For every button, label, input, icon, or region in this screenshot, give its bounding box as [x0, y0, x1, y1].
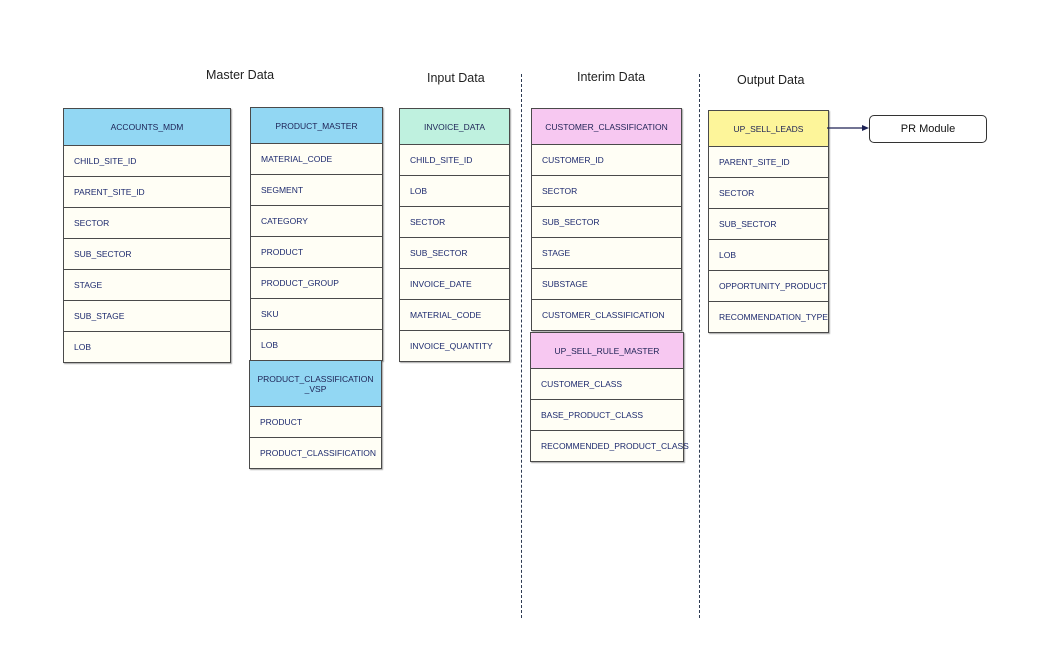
table-field: LOB [261, 340, 279, 350]
table-field: CUSTOMER_ID [532, 145, 681, 176]
table-field: PRODUCT [250, 407, 381, 438]
table-field: SECTOR [709, 178, 828, 209]
table-header: PRODUCT_MASTER [251, 108, 382, 144]
table-field: SUBSTAGE [532, 269, 681, 300]
table-field: RECOMMENDATION_TYPE [719, 312, 828, 322]
table-field: LOB [74, 342, 92, 352]
table-field: SUB_STAGE [64, 301, 230, 332]
section-title-master: Master Data [206, 68, 275, 82]
divider-interim-output [699, 74, 700, 618]
table-header: UP_SELL_LEADS [709, 111, 828, 147]
table-field: LOB [709, 240, 828, 271]
arrow-head [862, 125, 869, 131]
table-field: STAGE [64, 270, 230, 301]
table-product-classification-vsp: PRODUCT_CLASSIFICATION _VSP PRODUCT PROD… [249, 360, 382, 469]
table-up-sell-rule-master: UP_SELL_RULE_MASTER CUSTOMER_CLASS BASE_… [530, 332, 689, 462]
table-up-sell-leads: UP_SELL_LEADS PARENT_SITE_ID SECTOR SUB_… [708, 110, 829, 333]
table-field: INVOICE_QUANTITY [410, 341, 493, 351]
table-field: SUB_SECTOR [64, 239, 230, 270]
table-field: CHILD_SITE_ID [400, 145, 509, 176]
table-header: UP_SELL_RULE_MASTER [531, 333, 683, 369]
table-field: CATEGORY [251, 206, 382, 237]
table-field: SECTOR [400, 207, 509, 238]
table-product-master: PRODUCT_MASTER MATERIAL_CODE SEGMENT CAT… [250, 107, 383, 361]
table-field: INVOICE_DATE [400, 269, 509, 300]
table-field: OPPORTUNITY_PRODUCT [709, 271, 828, 302]
section-title-input: Input Data [427, 71, 485, 85]
table-field: SUB_SECTOR [532, 207, 681, 238]
table-field: PARENT_SITE_ID [64, 177, 230, 208]
section-title-interim: Interim Data [577, 70, 646, 84]
table-field: SEGMENT [251, 175, 382, 206]
table-field: PRODUCT_GROUP [251, 268, 382, 299]
table-header: INVOICE_DATA [400, 109, 509, 145]
table-field: SECTOR [64, 208, 230, 239]
table-header: PRODUCT_CLASSIFICATION _VSP [250, 361, 381, 407]
table-field: PRODUCT_CLASSIFICATION [260, 448, 377, 458]
table-field: CUSTOMER_CLASS [531, 369, 683, 400]
table-customer-classification: CUSTOMER_CLASSIFICATION CUSTOMER_ID SECT… [531, 108, 682, 331]
table-field: RECOMMENDED_PRODUCT_CLASS [541, 441, 689, 451]
table-field: SKU [251, 299, 382, 330]
table-field: CUSTOMER_CLASSIFICATION [542, 310, 665, 320]
table-header: ACCOUNTS_MDM [64, 109, 230, 146]
table-field: STAGE [532, 238, 681, 269]
pr-module-box: PR Module [869, 115, 987, 143]
table-field: CHILD_SITE_ID [64, 146, 230, 177]
table-header: CUSTOMER_CLASSIFICATION [532, 109, 681, 145]
table-field: LOB [400, 176, 509, 207]
table-field: MATERIAL_CODE [251, 144, 382, 175]
table-field: PARENT_SITE_ID [709, 147, 828, 178]
table-field: SUB_SECTOR [709, 209, 828, 240]
table-field: SECTOR [532, 176, 681, 207]
table-field: PRODUCT [251, 237, 382, 268]
table-field: BASE_PRODUCT_CLASS [531, 400, 683, 431]
table-accounts-mdm: ACCOUNTS_MDM CHILD_SITE_ID PARENT_SITE_I… [63, 108, 231, 363]
divider-input-interim [521, 74, 522, 618]
table-field: SUB_SECTOR [400, 238, 509, 269]
table-field: MATERIAL_CODE [400, 300, 509, 331]
section-title-output: Output Data [737, 73, 805, 87]
table-invoice-data: INVOICE_DATA CHILD_SITE_ID LOB SECTOR SU… [399, 108, 510, 362]
